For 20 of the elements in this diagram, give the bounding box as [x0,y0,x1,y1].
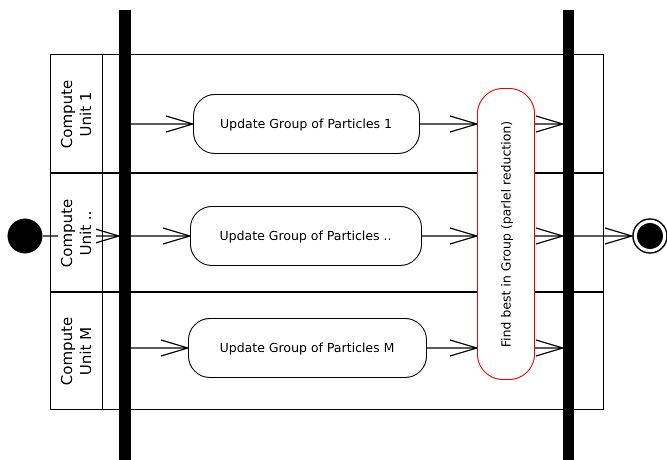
arrow [131,227,191,245]
arrow [422,227,478,245]
action-box [477,88,535,380]
arrow [535,227,564,245]
action-box: Update Group of Particles .. [190,206,422,266]
sync-bar [563,10,574,460]
arrow [420,115,478,133]
arrow [535,115,564,133]
arrow [574,227,633,245]
initial-node [7,218,43,254]
arrow [131,115,194,133]
arrow [427,339,478,357]
action-label: Find best in Group (parlel reduction) [498,120,514,348]
arrow [131,339,189,357]
action-box: Update Group of Particles 1 [192,94,420,154]
sync-bar [119,10,131,460]
arrow [535,339,564,357]
final-node [632,218,667,254]
action-box: Update Group of Particles M [188,318,426,378]
arrow [43,227,120,245]
